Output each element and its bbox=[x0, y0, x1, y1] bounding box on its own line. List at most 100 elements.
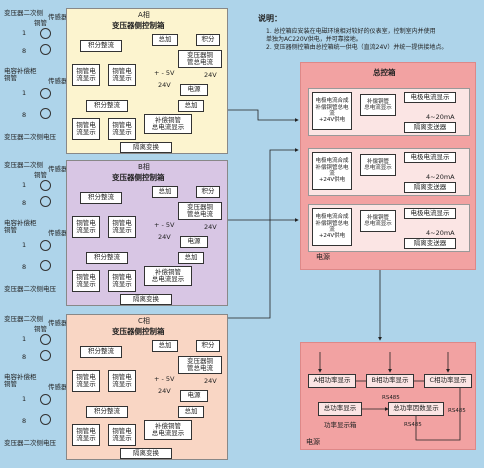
total-power-display: 总功率显示 bbox=[318, 402, 362, 416]
label-copper-tube: 铜管 bbox=[34, 19, 47, 27]
copper-current-display-1: 铜管电 流显示 bbox=[72, 216, 100, 238]
sensor-icon bbox=[40, 334, 51, 345]
copper-current-display-3: 铜管电 流显示 bbox=[72, 424, 100, 446]
label-n8b: 8 bbox=[22, 417, 27, 425]
phase-header: C相 bbox=[138, 317, 150, 325]
v24-label-a: 24V bbox=[204, 223, 217, 231]
sensor-icon bbox=[40, 240, 51, 251]
isolation-box: 隔离变换 bbox=[120, 142, 172, 153]
notes-heading: 说明： bbox=[258, 14, 282, 23]
label-n1: 1 bbox=[22, 181, 27, 189]
label-secondary-voltage: 变压器二次侧电压 bbox=[4, 133, 56, 141]
comp-total-current-box: 补偿铜管 总电流显示 bbox=[144, 114, 192, 134]
label-secondary-voltage: 变压器二次侧电压 bbox=[4, 285, 56, 293]
copper-current-display-2: 铜管电 流显示 bbox=[108, 370, 136, 392]
notes-line-3: 2. 变压器侧控箱由总控箱统一供电（直流24V）并统一提供接地点。 bbox=[266, 44, 448, 51]
copper-current-display-3: 铜管电 流显示 bbox=[72, 118, 100, 140]
transformer-total-current-box: 变压器铜 管总电流 bbox=[178, 356, 222, 374]
add-box-2: 总加 bbox=[178, 406, 204, 418]
integral-rectify-box-2: 积分整流 bbox=[86, 406, 128, 418]
label-cap-comp: 电容补偿柜 铜管 bbox=[4, 219, 37, 235]
label-cap-comp: 电容补偿柜 铜管 bbox=[4, 373, 37, 389]
master-title: 总控箱 bbox=[373, 68, 396, 77]
transformer-total-current-box: 变压器铜 管总电流 bbox=[178, 202, 222, 220]
label-cap-comp: 电容补偿柜 铜管 bbox=[4, 67, 37, 83]
isolation-transmitter: 隔离变送器 bbox=[404, 122, 456, 133]
copper-current-display-1: 铜管电 流显示 bbox=[72, 370, 100, 392]
a-phase-power-display: A相功率显示 bbox=[308, 374, 356, 388]
integral-box: 积分 bbox=[196, 340, 220, 352]
notes-line-1: 1. 总控箱应安装在电磁环境相对较好的仪表室，控制室内并使用 bbox=[266, 28, 436, 35]
sum-box: 电极电流合成 补偿铜管总电流 +24V供电 bbox=[312, 152, 352, 190]
master-power-label: 电源 bbox=[316, 253, 330, 261]
comp-display-box: 补偿铜管 总电流显示 bbox=[360, 94, 396, 116]
sum-box: 电极电流合成 补偿铜管总电流 +24V供电 bbox=[312, 208, 352, 246]
label-n1b: 1 bbox=[22, 89, 27, 97]
integral-box: 积分 bbox=[196, 34, 220, 46]
electrode-display: 电极电流显示 bbox=[404, 208, 456, 219]
copper-current-display-1: 铜管电 流显示 bbox=[72, 64, 100, 86]
label-sensor-2: 传感器 bbox=[48, 383, 68, 391]
transformer-total-current-box: 变压器铜 管总电流 bbox=[178, 50, 222, 68]
phase-title: 变压器侧控制箱 bbox=[112, 327, 165, 336]
integral-rectify-box-2: 积分整流 bbox=[86, 252, 128, 264]
notes-line-2: 单独为AC220V供电，并可靠接地。 bbox=[266, 36, 362, 43]
power-display-box bbox=[300, 342, 476, 450]
sum-box: 电极电流合成 补偿铜管总电流 +24V供电 bbox=[312, 92, 352, 130]
label-n8b: 8 bbox=[22, 263, 27, 271]
ma-label: 4~20mA bbox=[426, 229, 455, 237]
sensor-icon bbox=[40, 394, 51, 405]
total-power-factor-display: 总功率因数显示 bbox=[388, 402, 444, 416]
integral-box: 积分 bbox=[196, 186, 220, 198]
sensor-icon bbox=[40, 108, 51, 119]
sensor-icon bbox=[40, 44, 51, 55]
label-sensor: 传感器 bbox=[48, 319, 68, 327]
copper-current-display-3: 铜管电 流显示 bbox=[72, 270, 100, 292]
rs485-label-2: RS485 bbox=[404, 422, 422, 428]
power-box: 电源 bbox=[180, 84, 208, 96]
b-phase-power-display: B相功率显示 bbox=[366, 374, 414, 388]
wire-rs485 bbox=[415, 388, 461, 441]
comp-display-box: 补偿铜管 总电流显示 bbox=[360, 154, 396, 176]
copper-current-display-4: 铜管电 流显示 bbox=[108, 424, 136, 446]
v24-label-a: 24V bbox=[204, 377, 217, 385]
label-n8: 8 bbox=[22, 199, 27, 207]
label-n1: 1 bbox=[22, 335, 27, 343]
sensor-icon bbox=[40, 28, 51, 39]
rs485-label-1: RS485 bbox=[382, 395, 400, 401]
label-n8b: 8 bbox=[22, 111, 27, 119]
label-sensor: 传感器 bbox=[48, 165, 68, 173]
sensor-icon bbox=[40, 196, 51, 207]
phase-title: 变压器侧控制箱 bbox=[112, 173, 165, 182]
phase-title: 变压器侧控制箱 bbox=[112, 21, 165, 30]
wire-c-to-master bbox=[228, 148, 299, 319]
copper-current-display-2: 铜管电 流显示 bbox=[108, 216, 136, 238]
isolation-box: 隔离变换 bbox=[120, 294, 172, 305]
add-box-2: 总加 bbox=[178, 100, 204, 112]
label-sensor: 传感器 bbox=[48, 13, 68, 21]
label-copper-tube: 铜管 bbox=[34, 171, 47, 179]
rs485-label-3: RS485 bbox=[448, 408, 466, 414]
power-box-power-label: 电源 bbox=[306, 438, 320, 446]
electrode-display: 电极电流显示 bbox=[404, 152, 456, 163]
sensor-icon bbox=[40, 88, 51, 99]
phase-header: A相 bbox=[138, 11, 150, 19]
add-box: 总加 bbox=[152, 34, 178, 46]
label-transformer-secondary: 变压器二次侧 bbox=[4, 161, 43, 169]
label-transformer-secondary: 变压器二次侧 bbox=[4, 315, 43, 323]
label-sensor-2: 传感器 bbox=[48, 229, 68, 237]
ma-label: 4~20mA bbox=[426, 113, 455, 121]
power-cabinet-label: 功率显示箱 bbox=[324, 421, 357, 429]
integral-rectify-box: 积分整流 bbox=[80, 346, 122, 358]
v24-label-b: 24V bbox=[158, 387, 171, 395]
copper-current-display-4: 铜管电 流显示 bbox=[108, 118, 136, 140]
add-box-2: 总加 bbox=[178, 252, 204, 264]
sensor-icon bbox=[40, 350, 51, 361]
v5-label: + - 5V bbox=[154, 69, 175, 77]
label-copper-tube: 铜管 bbox=[34, 325, 47, 333]
add-box: 总加 bbox=[152, 340, 178, 352]
integral-rectify-box: 积分整流 bbox=[80, 192, 122, 204]
label-sensor-2: 传感器 bbox=[48, 77, 68, 85]
add-box: 总加 bbox=[152, 186, 178, 198]
v5-label: + - 5V bbox=[154, 375, 175, 383]
